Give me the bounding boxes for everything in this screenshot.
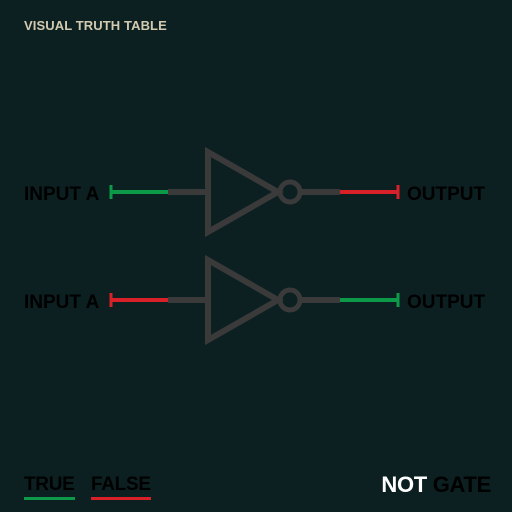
gate-row-2: INPUT A OUTPUT — [24, 254, 486, 346]
legend-true: TRUE — [24, 474, 75, 500]
not-gate-icon — [205, 254, 285, 346]
gate-name-word-2: GATE — [432, 472, 492, 497]
gate-name-word-1: NOT — [381, 472, 427, 497]
input-label-2: INPUT A — [24, 292, 100, 313]
output-label-2: OUTPUT — [407, 292, 486, 313]
legend-false: FALSE — [91, 474, 151, 500]
gate-row-1: INPUT A OUTPUT — [24, 146, 486, 238]
not-gate-icon — [205, 146, 285, 238]
gate-name-title: NOT GATE — [381, 472, 491, 498]
output-label-1: OUTPUT — [407, 184, 486, 205]
page-title: VISUAL TRUTH TABLE — [24, 18, 167, 33]
input-label-1: INPUT A — [24, 184, 100, 205]
